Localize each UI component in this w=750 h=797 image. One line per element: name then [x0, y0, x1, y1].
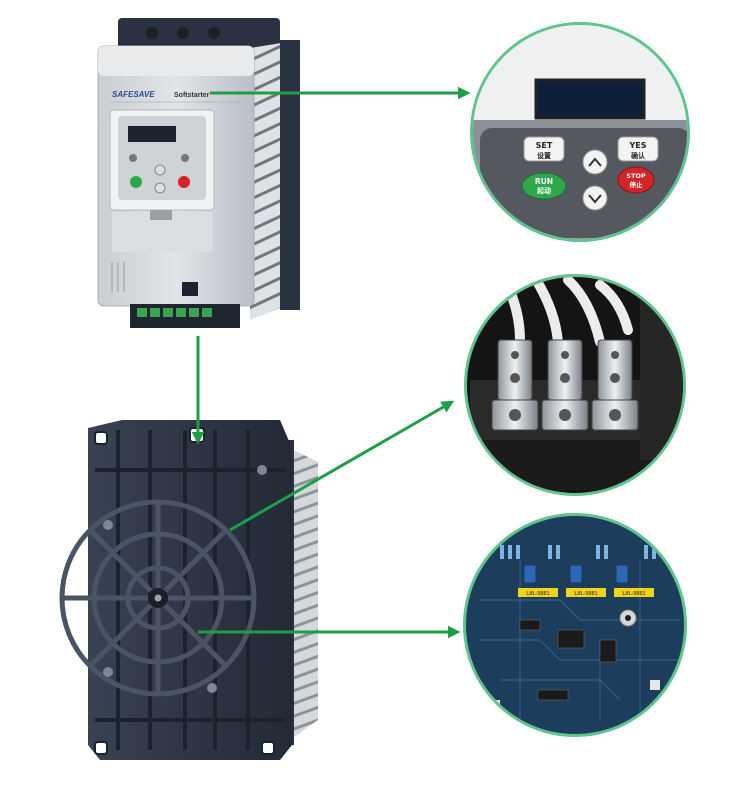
chip-label-2: L8L-9881: [574, 591, 597, 597]
pcb-closeup: L8L-9881 L8L-9881 L8L-9881: [463, 513, 687, 737]
set-button[interactable]: SET 设置: [523, 136, 565, 162]
yes-button[interactable]: YES 确认: [617, 136, 659, 162]
stop-button[interactable]: STOP 停止: [617, 166, 655, 194]
up-arrow-button[interactable]: [582, 149, 608, 175]
keypad-closeup: SET 设置 YES 确认 RUN 起动: [470, 22, 690, 242]
stop-sublabel: 停止: [630, 180, 644, 189]
run-button[interactable]: RUN 起动: [521, 172, 567, 200]
down-arrow-icon: [588, 194, 602, 204]
chip-label-3: L8L-9881: [622, 591, 645, 597]
stop-label: STOP: [626, 172, 646, 180]
callout-arrows: [191, 86, 471, 639]
softstarter-rear-view: [59, 420, 318, 760]
chip-label-1: L8L-9881: [526, 591, 549, 597]
set-label: SET: [536, 141, 553, 150]
softstarter-front-view: SAFESAVE Softstarter: [97, 18, 300, 328]
run-label: RUN: [535, 177, 553, 186]
run-sublabel: 起动: [536, 186, 551, 195]
yes-label: YES: [628, 141, 646, 150]
brand-label: SAFESAVE: [112, 90, 155, 99]
down-arrow-button[interactable]: [582, 185, 608, 211]
thyristor-closeup: [464, 274, 686, 496]
arrow-to-thyristor: [229, 400, 455, 532]
pcb-chip-labels: L8L-9881 L8L-9881 L8L-9881: [518, 588, 654, 597]
up-arrow-icon: [588, 157, 602, 167]
model-label: Softstarter: [174, 92, 210, 99]
set-sublabel: 设置: [537, 151, 551, 160]
yes-sublabel: 确认: [631, 151, 646, 160]
